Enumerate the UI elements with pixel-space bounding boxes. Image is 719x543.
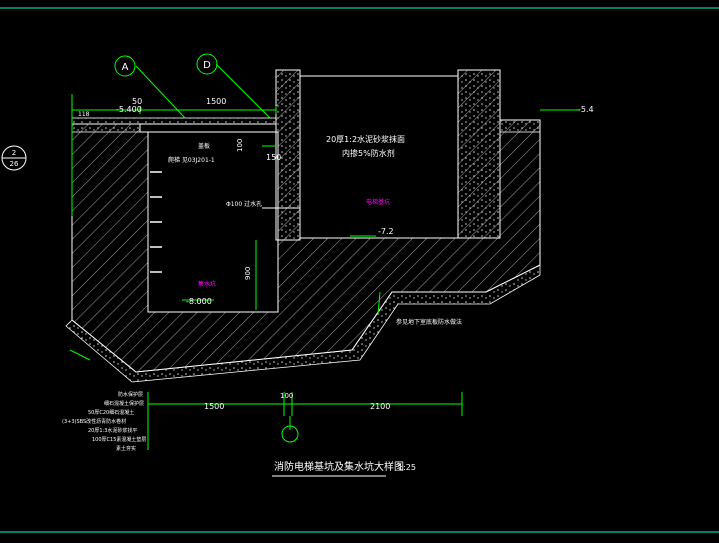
dim-1500-top: 1500 bbox=[206, 97, 226, 106]
dim-50: 50 bbox=[132, 97, 142, 106]
dim-150: 150 bbox=[266, 153, 281, 162]
elevation-right-top: -5.4 bbox=[578, 105, 594, 114]
note-cover: 盖板 bbox=[198, 142, 210, 150]
layer-legend-item: 素土夯实 bbox=[116, 445, 136, 452]
note-ladder: 爬梯 见03J201-1 bbox=[168, 156, 215, 164]
label-sump: 集水坑 bbox=[198, 280, 216, 288]
right-top-slab bbox=[499, 119, 541, 133]
axis-marker-a bbox=[114, 55, 136, 77]
dim-100-bottom: 100 bbox=[280, 392, 293, 400]
layer-legend-item: 防水保护层 bbox=[118, 391, 143, 398]
layer-legend: 防水保护层 细石混凝土保护层 50厚C20细石混凝土 (3+3)SBS改性沥青防… bbox=[62, 391, 146, 452]
drawing-scale: 1:25 bbox=[398, 463, 416, 472]
elevation-left-note: 118 bbox=[78, 111, 90, 118]
ladder bbox=[150, 171, 162, 273]
pit-wall-right bbox=[457, 69, 501, 239]
section-tag-sheet: 26 bbox=[10, 160, 19, 168]
dim-100: 100 bbox=[236, 139, 244, 152]
drawing-title: 消防电梯基坑及集水坑大样图 bbox=[274, 460, 404, 473]
layer-legend-item: (3+3)SBS改性沥青防水卷材 bbox=[62, 418, 126, 425]
layer-legend-item: 50厚C20细石混凝土 bbox=[88, 409, 134, 416]
note-pit-wall-line1: 20厚1:2水泥砂浆抹面 bbox=[326, 134, 405, 144]
elevation-sump-bottom: -8.000 bbox=[186, 297, 212, 306]
dim-2100: 2100 bbox=[370, 402, 390, 411]
leader-lines bbox=[69, 63, 580, 450]
dim-1500-bottom: 1500 bbox=[204, 402, 224, 411]
section-tag-number: 2 bbox=[12, 149, 16, 157]
note-pit-wall-line2: 内掺5%防水剂 bbox=[342, 148, 395, 158]
elevator-pit bbox=[299, 75, 459, 239]
elevation-left-top: -5.400 bbox=[116, 105, 142, 114]
elevation-pit-bottom: -7.2 bbox=[378, 227, 394, 236]
gravel-cushion bbox=[65, 264, 541, 383]
axis-marker-bottom bbox=[281, 425, 299, 443]
axis-label-a: A bbox=[122, 62, 129, 73]
sump-cover-plate bbox=[139, 123, 277, 133]
axis-marker-d bbox=[196, 53, 218, 75]
label-elevator-pit: 电梯基坑 bbox=[366, 198, 390, 206]
axis-label-d: D bbox=[203, 60, 211, 71]
layer-legend-item: 细石混凝土保护层 bbox=[104, 400, 144, 407]
note-waterproof-ref: 参见地下室底板防水做法 bbox=[396, 318, 462, 326]
note-pipe: Φ100 过水孔 bbox=[226, 200, 262, 208]
pit-wall-left bbox=[275, 69, 301, 241]
layer-legend-item: 100厚C15素混凝土垫层 bbox=[92, 436, 146, 443]
dim-900: 900 bbox=[244, 267, 252, 280]
layer-legend-item: 20厚1:3水泥砂浆找平 bbox=[88, 427, 137, 434]
